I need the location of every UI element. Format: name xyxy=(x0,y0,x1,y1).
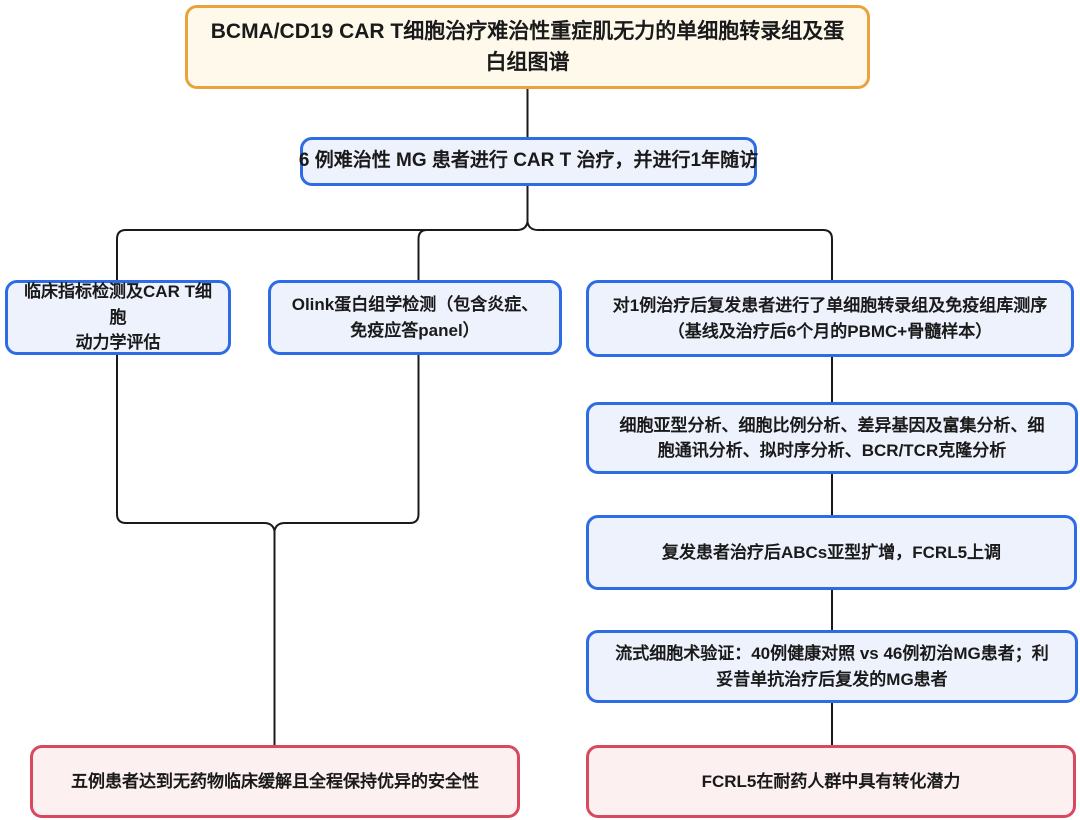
remission-conclusion-node: 五例患者达到无药物临床缓解且全程保持优异的安全性 xyxy=(30,745,520,818)
scrna-sequencing-node: 对1例治疗后复发患者进行了单细胞转录组及免疫组库测序 （基线及治疗后6个月的PB… xyxy=(586,280,1074,357)
edge-cohort-to-clinical xyxy=(116,186,529,280)
title-node: BCMA/CD19 CAR T细胞治疗难治性重症肌无力的单细胞转录组及蛋 白组图… xyxy=(185,5,870,89)
cohort-node: 6 例难治性 MG 患者进行 CAR T 治疗，并进行1年随访 xyxy=(299,137,758,186)
fcrl5-conclusion-node: FCRL5在耐药人群中具有转化潜力 xyxy=(586,745,1076,818)
edge-cohort-to-olink xyxy=(417,186,529,280)
clinical-assessment-node: 临床指标检测及CAR T细胞 动力学评估 xyxy=(5,280,231,355)
edge-olink-to-merge xyxy=(273,355,420,532)
olink-proteomics-node: Olink蛋白组学检测（包含炎症、 免疫应答panel） xyxy=(268,280,562,355)
abcs-finding-node: 复发患者治疗后ABCs亚型扩增，FCRL5上调 xyxy=(586,515,1077,590)
edge-clinical-to-merge xyxy=(116,355,276,745)
analysis-methods-node: 细胞亚型分析、细胞比例分析、差异基因及富集分析、细 胞通讯分析、拟时序分析、BC… xyxy=(586,402,1078,474)
edge-cohort-to-scrna xyxy=(526,186,833,280)
flow-cytometry-validation-node: 流式细胞术验证：40例健康对照 vs 46例初治MG患者；利 妥昔单抗治疗后复发… xyxy=(586,630,1078,703)
